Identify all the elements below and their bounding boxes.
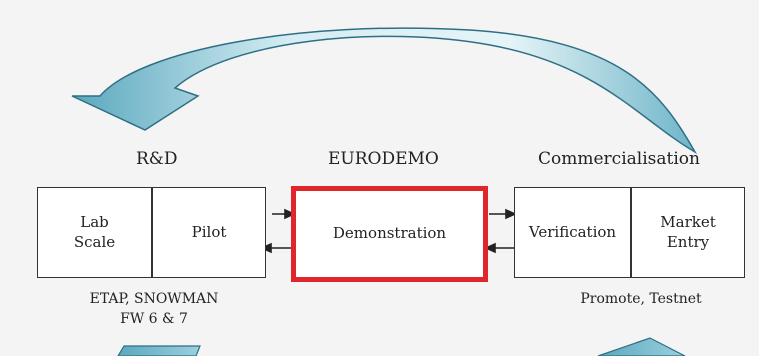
- market-entry-label-line1: Market: [660, 213, 716, 231]
- lab-scale-cell: Lab Scale: [38, 188, 151, 277]
- commercialisation-box: Verification Market Entry: [514, 187, 745, 278]
- market-entry-cell: Market Entry: [632, 188, 744, 277]
- rd-programs-line2: FW 6 & 7: [120, 310, 188, 327]
- market-entry-label-line2: Entry: [666, 232, 710, 251]
- commercialisation-box-divider: [630, 188, 632, 277]
- demonstration-cell: Demonstration: [296, 191, 483, 277]
- demonstration-label: Demonstration: [332, 224, 447, 243]
- bottom-left-arrow-icon: [117, 345, 201, 356]
- pilot-label: Pilot: [191, 222, 227, 241]
- verification-cell: Verification: [515, 188, 630, 277]
- rd-programs-line1: ETAP, SNOWMAN: [89, 291, 219, 307]
- lab-scale-label-line1: Lab: [80, 213, 109, 231]
- rd-programs-text: ETAP, SNOWMAN FW 6 & 7: [64, 290, 244, 329]
- header-eurodemo: EURODEMO: [328, 149, 439, 169]
- header-commercialisation: Commercialisation: [538, 149, 700, 169]
- diagram-frame: [10, 10, 749, 356]
- lab-scale-label-line2: Scale: [73, 232, 116, 251]
- demonstration-box: Demonstration: [291, 186, 488, 282]
- pilot-cell: Pilot: [153, 188, 265, 277]
- curved-arrow-left-icon: [71, 27, 698, 155]
- bottom-right-arrow-icon: [597, 337, 686, 356]
- header-rd: R&D: [136, 149, 178, 169]
- rd-box: Lab Scale Pilot: [37, 187, 266, 278]
- verification-label: Verification: [528, 222, 617, 241]
- rd-box-divider: [151, 188, 153, 277]
- arrow-icon: [260, 208, 518, 254]
- commercial-programs-text: Promote, Testnet: [580, 291, 702, 307]
